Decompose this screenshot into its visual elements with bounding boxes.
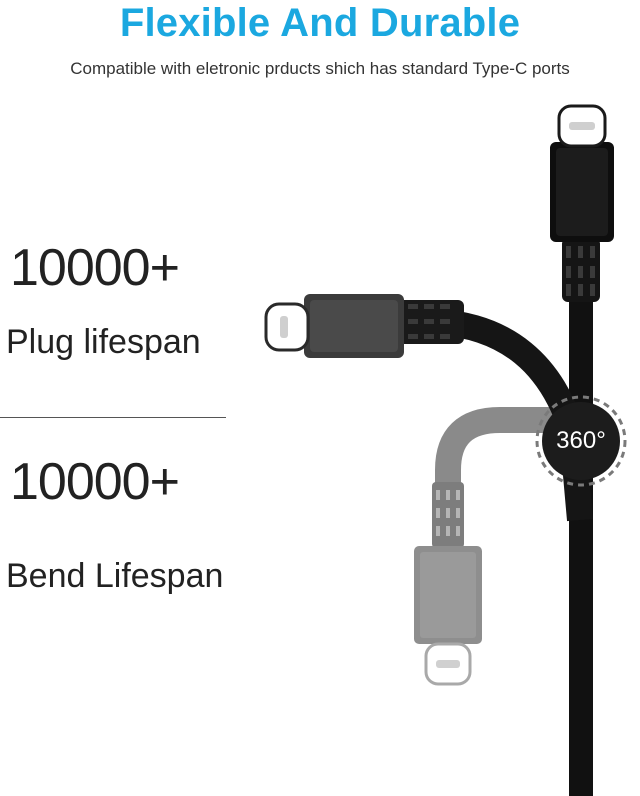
rotation-badge [530, 395, 632, 487]
headline-subtitle: Compatible with eletronic prducts shich … [70, 59, 570, 78]
bend-lifespan-value: 10000+ [10, 453, 180, 511]
headline-title: Flexible And Durable [119, 1, 521, 45]
bend-lifespan-label: Bend Lifespan [6, 557, 224, 595]
stats-divider [0, 417, 226, 418]
plug-lifespan-value: 10000+ [10, 239, 180, 297]
plug-lifespan-label: Plug lifespan [6, 323, 201, 361]
faded-cable [414, 407, 573, 686]
rotation-badge-label: 360° [556, 427, 606, 454]
